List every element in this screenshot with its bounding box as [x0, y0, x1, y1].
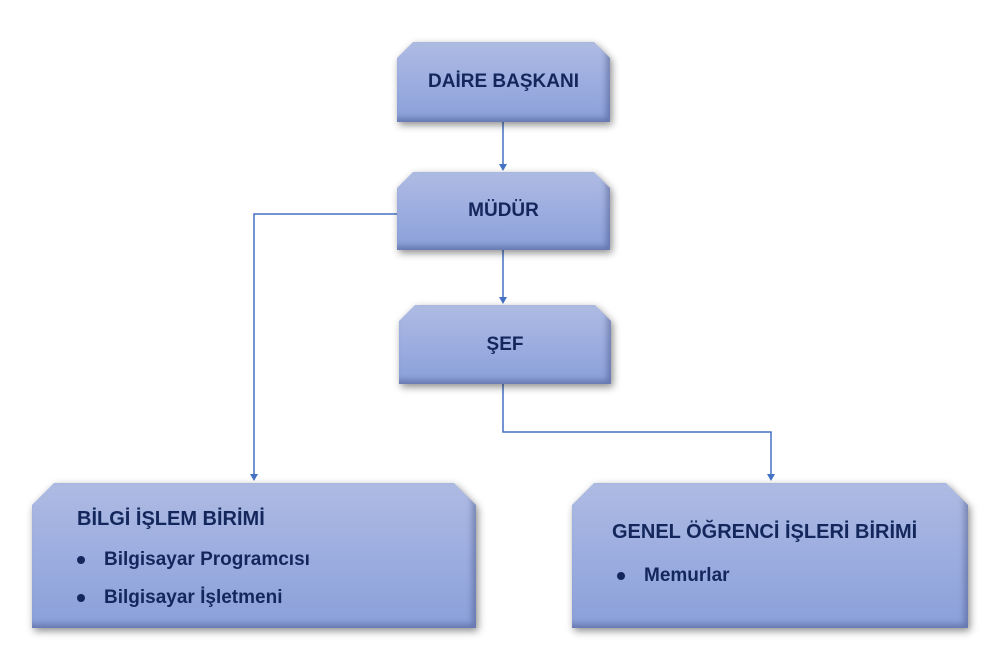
arrowhead	[250, 474, 258, 481]
node-sef: ŞEF	[399, 305, 611, 384]
node-mudur: MÜDÜR	[397, 172, 610, 250]
connector-mudur-bilgi	[253, 213, 397, 476]
list-item: Bilgisayar İşletmeni	[77, 579, 310, 617]
node-genel-ogrenci-isleri-birimi: GENEL ÖĞRENCİ İŞLERİ BİRİMİ Memurlar	[572, 483, 968, 628]
connector-sef-genel	[502, 384, 772, 476]
node-label: ŞEF	[486, 333, 524, 355]
node-item-list: Bilgisayar Programcısı Bilgisayar İşletm…	[77, 541, 310, 617]
list-item: Memurlar	[617, 557, 730, 595]
node-daire-baskani: DAİRE BAŞKANI	[397, 42, 610, 122]
arrowhead	[767, 474, 775, 481]
list-item: Bilgisayar Programcısı	[77, 541, 310, 579]
node-title: BİLGİ İŞLEM BİRİMİ	[77, 508, 265, 530]
arrowhead	[499, 164, 507, 171]
arrowhead	[499, 297, 507, 304]
node-label: DAİRE BAŞKANI	[428, 71, 579, 92]
node-item-list: Memurlar	[617, 557, 730, 595]
node-title: GENEL ÖĞRENCİ İŞLERİ BİRİMİ	[612, 521, 918, 543]
node-label: MÜDÜR	[468, 200, 539, 221]
node-bilgi-islem-birimi: BİLGİ İŞLEM BİRİMİ Bilgisayar Programcıs…	[32, 483, 476, 628]
